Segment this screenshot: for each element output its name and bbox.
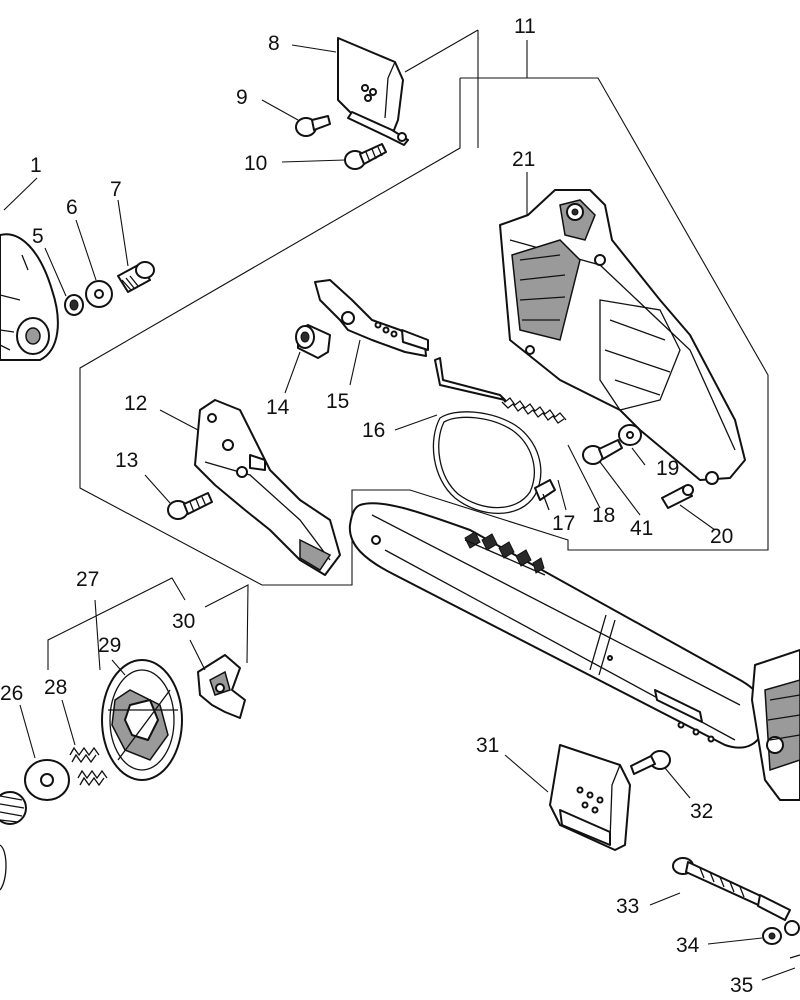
callout-12: 12	[124, 392, 147, 415]
callout-32: 32	[690, 800, 713, 823]
leader-lines	[3, 40, 796, 981]
part-34-nut	[762, 920, 800, 945]
callout-41: 41	[630, 517, 653, 540]
part-26-washer	[24, 759, 70, 801]
callout-14: 14	[266, 396, 290, 419]
callout-13: 13	[115, 449, 138, 472]
callout-19: 19	[656, 457, 679, 480]
callout-18: 18	[592, 504, 615, 527]
part-10-screw	[344, 143, 387, 170]
callout-7: 7	[110, 178, 122, 201]
callout-26: 26	[0, 682, 23, 705]
callout-20: 20	[710, 525, 733, 548]
group-30-bracket	[204, 584, 249, 664]
engine-housing-partial	[751, 649, 800, 801]
part-29-clutch	[101, 659, 183, 781]
guide-bar	[348, 502, 768, 749]
callout-1: 1	[30, 154, 42, 177]
callout-27: 27	[76, 568, 99, 591]
callout-31: 31	[476, 734, 499, 757]
part-5-spacer	[64, 294, 84, 316]
part-14-bushing	[295, 324, 331, 359]
group-11-frame	[79, 77, 769, 586]
callout-11: 11	[514, 15, 536, 38]
callout-6: 6	[66, 196, 78, 219]
part-13-screw	[167, 492, 213, 520]
callout-8: 8	[268, 32, 280, 55]
part-31-cover-plate	[549, 744, 631, 851]
part-35-partial	[789, 954, 800, 959]
part-7-bolt	[117, 261, 155, 293]
callout-30: 30	[172, 610, 195, 633]
callout-21: 21	[512, 148, 535, 171]
callout-29: 29	[98, 634, 121, 657]
part-20-pin	[661, 484, 694, 509]
part-19-washer	[618, 424, 642, 446]
callout-33: 33	[616, 895, 639, 918]
callout-35: 35	[730, 974, 753, 997]
part-30-clutch-part	[197, 654, 246, 719]
callout-16: 16	[362, 419, 385, 442]
part-17-pin	[534, 479, 556, 511]
part-21-clutch-cover	[499, 189, 746, 485]
callout-5: 5	[32, 225, 44, 248]
part-9-screw	[295, 115, 331, 137]
group-27-bracket	[47, 577, 186, 670]
part-32-screw	[630, 750, 671, 775]
part-1-housing	[0, 233, 59, 361]
part-6-washer	[85, 280, 113, 308]
callout-15: 15	[326, 390, 349, 413]
sprocket-partial	[0, 791, 27, 891]
callout-9: 9	[236, 86, 248, 109]
part-41-screw	[582, 439, 623, 465]
callout-labels: 1 5 6 7 8 9 10 11 21 12 13 14 15 16 17 1…	[0, 15, 753, 997]
part-18-spring	[434, 357, 567, 424]
callout-34: 34	[676, 934, 700, 957]
part-28-springs	[69, 746, 108, 787]
part-8-cover-plate	[337, 37, 409, 146]
callout-10: 10	[244, 152, 267, 175]
part-15-link-lever	[314, 279, 429, 357]
part-16-brake-band	[432, 411, 542, 514]
callout-17: 17	[552, 512, 575, 535]
callout-28: 28	[44, 676, 67, 699]
part-12-side-plate	[194, 399, 341, 576]
guide-8-to-11	[404, 29, 479, 73]
part-33-tensioner-screw	[672, 857, 791, 921]
